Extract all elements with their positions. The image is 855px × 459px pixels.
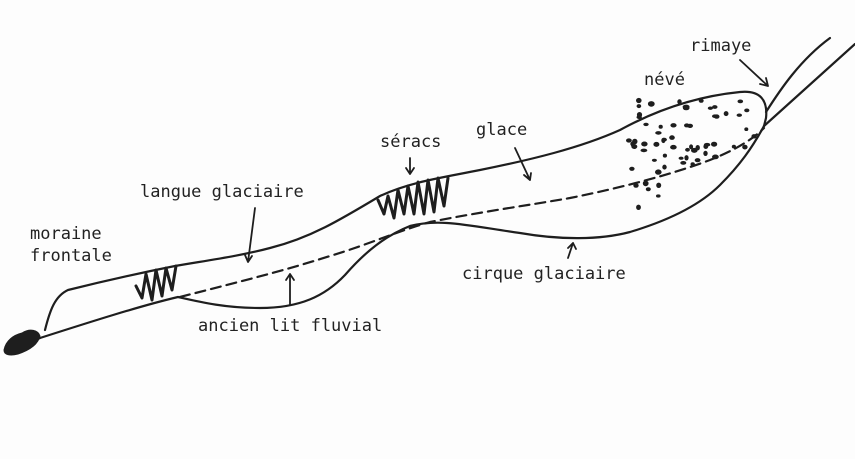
label-frontale: frontale — [30, 246, 112, 266]
neve-dot — [658, 124, 663, 129]
bedrock-and-cirque — [38, 124, 766, 340]
neve-dot — [633, 183, 639, 188]
neve-dot — [687, 123, 693, 128]
neve-dot — [689, 144, 694, 150]
neve-dot — [626, 138, 632, 143]
neve-dot — [656, 182, 662, 188]
neve-dot — [640, 148, 648, 153]
label-glace: glace — [476, 120, 528, 140]
neve-dot — [723, 111, 729, 117]
neve-dot — [703, 142, 711, 147]
neve-dot — [629, 166, 635, 171]
label-cirque-glaciaire: cirque glaciaire — [462, 264, 626, 284]
neve-dot — [707, 106, 714, 110]
neve-dot — [636, 204, 641, 210]
neve-dot — [691, 147, 698, 153]
neve-dot — [661, 137, 667, 142]
neve-dot — [712, 154, 719, 160]
seracs-upper — [376, 176, 450, 220]
neve-dot — [698, 98, 704, 103]
label-seracs: séracs — [380, 132, 442, 152]
mountain-slope — [762, 42, 855, 128]
neve-dot — [662, 164, 667, 170]
neve-dot — [643, 122, 649, 127]
neve-dot — [751, 134, 757, 139]
label-langue-glaciaire: langue glaciaire — [140, 182, 304, 202]
neve-dot — [678, 156, 684, 160]
neve-dot — [656, 194, 661, 198]
neve-dot — [670, 123, 677, 128]
neve-dot — [677, 99, 682, 105]
seracs-lower — [134, 264, 178, 302]
neve-dot — [694, 158, 701, 163]
ancient-river-bed — [178, 126, 766, 299]
neve-dot — [642, 180, 649, 187]
neve-dot — [685, 147, 690, 152]
neve-dot — [680, 161, 687, 165]
neve-dot — [647, 101, 655, 107]
rimaye-crevasse-wall — [764, 36, 832, 114]
neve-dot — [636, 97, 642, 104]
neve-dot — [703, 150, 708, 156]
neve-dot — [655, 169, 662, 175]
glacier-surface — [43, 90, 768, 332]
neve-dot — [742, 144, 748, 150]
label-ancien-lit-fluvial: ancien lit fluvial — [198, 316, 383, 336]
neve-dot — [630, 141, 635, 147]
neve-dot — [669, 135, 675, 140]
neve-dot — [651, 158, 657, 162]
neve-dots — [626, 97, 757, 210]
neve-dot — [636, 104, 642, 109]
neve-dot — [636, 112, 643, 118]
label-moraine: moraine — [30, 224, 102, 244]
neve-dot — [690, 162, 695, 167]
moraine-blob — [3, 329, 41, 356]
neve-dot — [736, 113, 742, 117]
neve-dot — [655, 131, 662, 135]
neve-dot — [731, 144, 737, 149]
neve-dot — [712, 114, 718, 118]
neve-dot — [653, 141, 660, 147]
neve-dot — [670, 144, 677, 150]
neve-dot — [711, 141, 718, 147]
neve-dot — [641, 141, 648, 147]
neve-dot — [682, 106, 690, 111]
arrows — [244, 59, 769, 306]
neve-dot — [712, 105, 718, 109]
label-rimaye: rimaye — [690, 36, 752, 56]
neve-dot — [737, 99, 744, 104]
label-neve: névé — [644, 70, 685, 90]
neve-dot — [744, 108, 750, 113]
neve-dot — [645, 187, 651, 192]
neve-dot — [684, 155, 689, 161]
neve-dot — [744, 127, 749, 131]
neve-dot — [662, 153, 668, 158]
